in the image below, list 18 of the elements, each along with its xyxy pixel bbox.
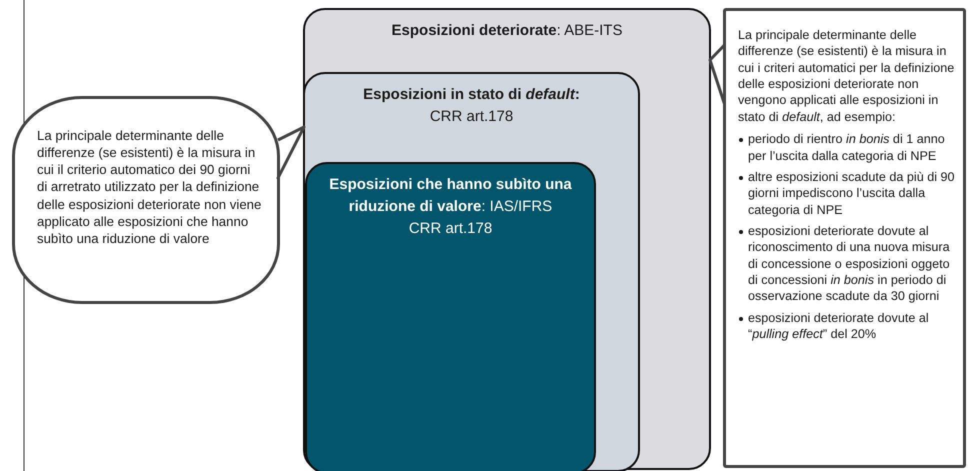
bullet-item: esposizioni deteriorate dovute al riconoscimento di una nuova misura di concessione o esposizioni oggeto di concessioni in bonis in periodo di osservazione scadute da 30 giorni bbox=[738, 222, 955, 305]
bullet-item: periodo di rientro in bonis di 1 anno per l’uscita dalla categoria di NPE bbox=[738, 131, 955, 164]
box-heading: Esposizioni deteriorate: ABE-ITS bbox=[390, 21, 624, 41]
speech-bubble bbox=[12, 96, 280, 304]
box-subtext: CRR art.178 bbox=[408, 218, 494, 238]
bullet-item: esposizioni deteriorate dovute al “pulling effect” del 20% bbox=[738, 310, 955, 342]
callout-box bbox=[723, 8, 966, 468]
callout-pointer bbox=[276, 126, 306, 180]
category-box bbox=[303, 8, 711, 470]
category-box bbox=[303, 72, 640, 471]
box-heading: Esposizioni in stato di default: bbox=[362, 85, 581, 105]
callout-pointer bbox=[708, 44, 726, 106]
bullet-item: altre esposizioni scadute da più di 90 giorni impediscono l’uscita dalla categoria di NPE bbox=[738, 168, 955, 218]
callout-text: La principale determinante delle differenze (se esistenti) è la misura in cui il criterio automatico dei 90 giorni di arretrato utilizzato per la definizione delle esposizioni deteriorate non viene applicato alle esposizioni che hanno subìto una riduzione di valore bbox=[37, 127, 262, 248]
box-heading: Esposizioni che hanno subìto una riduzione di valore: IAS/IFRS bbox=[328, 175, 573, 217]
box-subtext: CRR art.178 bbox=[428, 106, 514, 127]
callout-text: La principale determinante delle differenze (se esistenti) è la misura in cui i criteri automatici per la definizione delle esposizioni deteriorate non vengono applicati alle esposizioni in stato di default, ad esempio: bbox=[738, 27, 955, 126]
category-box bbox=[305, 162, 596, 471]
